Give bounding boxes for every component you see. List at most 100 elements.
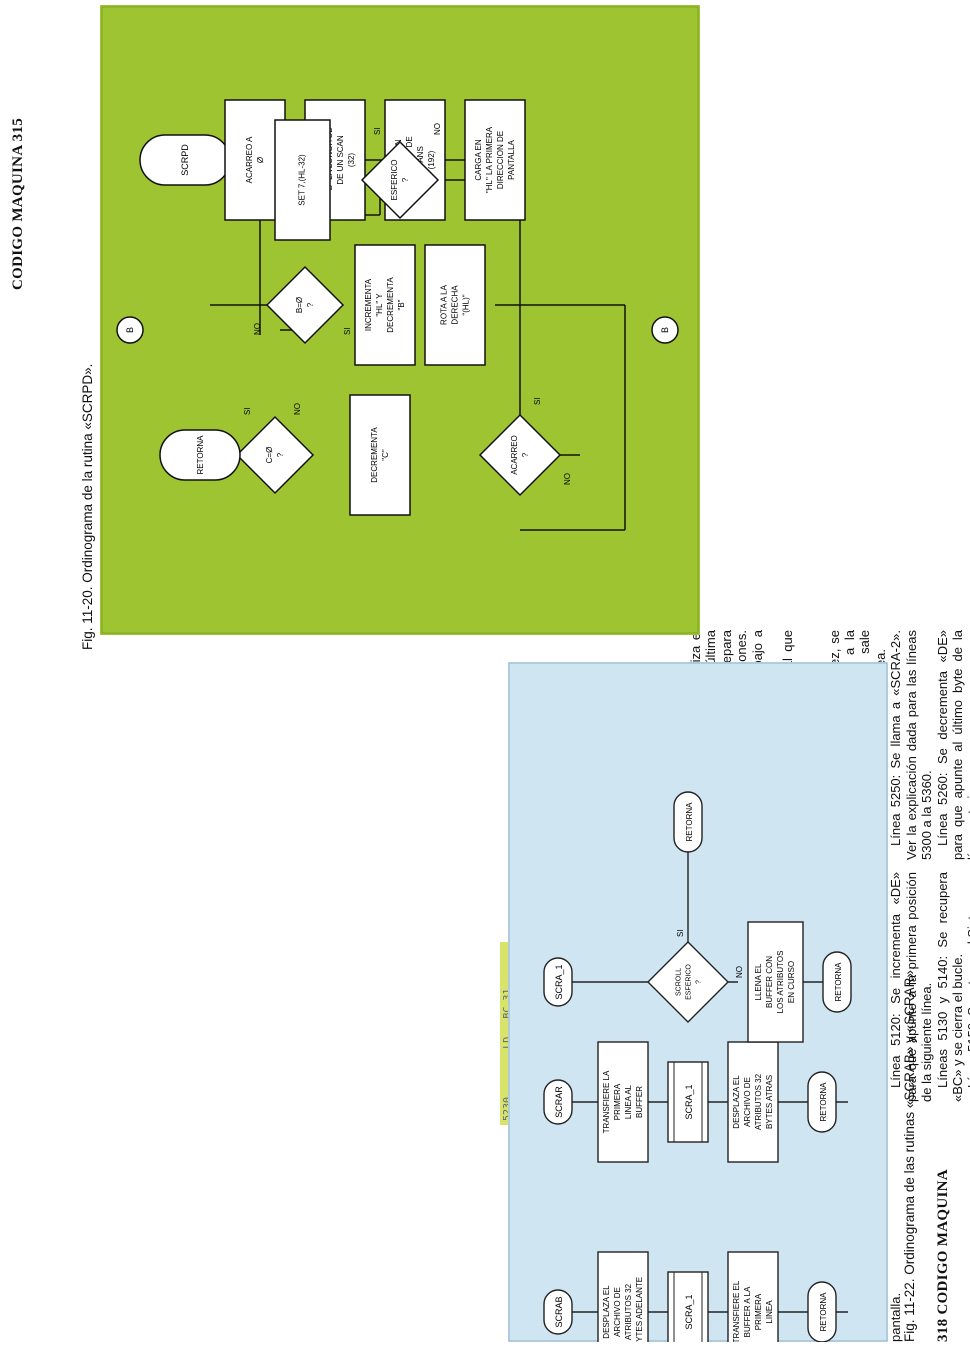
acarreo-si-label: SI [533,397,542,405]
flow-text: DESPLAZA EL [602,1285,611,1339]
flow-text: "C" [381,449,390,461]
flow-text: Ø [256,157,265,163]
connector-b-exit [651,316,679,344]
scrab-label: SCRAB [554,1296,564,1327]
flow-text: DESPLAZA EL [732,1075,741,1129]
flow-text: ESFERICO [390,160,399,201]
scrab-retorna: RETORNA [819,1292,828,1332]
flow-text: CARGA EN [474,139,483,181]
right-figure-caption: Fig. 11-20. Ordinograma de la rutina «SC… [80,363,95,650]
flow-text: BUFFER CON [765,956,774,1008]
flow-text: C=Ø [265,447,274,464]
flow-text: ARCHIVO DE [613,1287,622,1337]
flow-text: (192) [427,150,436,169]
flow-text: SET 7,(HL-32) [298,154,307,206]
b-zero-decision-text: B=Ø? [295,297,315,313]
flow-text: ACARREO A [245,136,254,183]
flow-text: DIRECCION DE [496,131,505,189]
scrar-retorna: RETORNA [819,1082,828,1122]
flow-text: ? [695,980,702,984]
flow-text: "(HL)" [462,294,471,315]
flow-text: LOS ATRIBUTOS [776,951,785,1014]
scra1-retorna-no: RETORNA [834,962,843,1002]
retorna-terminator [159,429,241,481]
start-label: SCRPD [180,144,190,176]
c-zero-decision [235,415,315,495]
flow-text: PANTALLA [507,139,516,179]
flow-text: ATRIBUTOS 32 [624,1283,633,1340]
flow-text: BUFFER [635,1086,644,1118]
flow-text: LLENA EL [754,963,763,1000]
scrab-call-scra1: SCRA_1 [684,1294,694,1329]
left-page-header: 318 CODIGO MAQUINA [935,1169,951,1342]
flow-text: BYTES ADELANTE [635,1277,644,1342]
carga-hl-box [464,99,526,221]
flow-text: TRANSFIERE EL [732,1280,741,1342]
flow-text: "HL" Y [375,293,384,317]
c-zero-si-label: SI [243,407,252,415]
retorna-label: RETORNA [196,435,205,475]
incrementa-box [354,244,416,366]
scra1-retorna-si: RETORNA [685,802,694,842]
esferico-no-label: NO [433,123,442,135]
flow-text: ? [276,452,285,457]
set7-text: SET 7,(HL-32) [298,154,307,206]
c-zero-no-label: NO [293,403,302,415]
flow-text: LINEA [765,1300,774,1324]
connector-b-entry-label: B [125,327,135,333]
flow-text: SCROLL [675,968,682,996]
flow-text: BYTES ATRAS [765,1075,774,1129]
flow-text: (32) [347,153,356,168]
flow-text: BUFFER A LA [743,1286,752,1337]
flow-text: B=Ø [295,297,304,313]
b-zero-decision [265,265,345,345]
connector-b-exit-label: B [660,327,670,333]
flow-text: EN CURSO [787,961,796,1003]
flow-text: ACARREO [510,435,519,475]
paragraph: Línea 5260: Se decrementa «DE» para que … [934,630,970,860]
connector-b-entry [116,316,144,344]
flow-text: DE UN SCAN [336,135,345,185]
flow-text: SCANS [416,146,425,174]
flow-text: TRANSFIERE LA [602,1070,611,1133]
paragraph: Línea 5250: Se llama a «SCRA-2». Ver la … [888,630,935,860]
flow-text: ARCHIVO DE [743,1077,752,1127]
paragraph: Línea 5120: Se incrementa «DE» para que … [888,872,935,1102]
b-zero-no-label: NO [253,323,262,335]
paragraph: Líneas 5130 y 5140: Se recupera «BC» y s… [934,872,965,1102]
flow-text: LINEA AL [624,1084,633,1119]
flow-text: PRIMERA [613,1083,622,1120]
flow-text: "B" [397,299,406,310]
flow-text: ? [401,177,410,182]
scra1-label: SCRA_1 [554,964,564,999]
scrar-label: SCRAR [554,1086,564,1118]
set7-box [274,119,331,241]
flow-text: DECREMENTA [386,277,395,333]
flow-text: ROTA A LA [440,284,449,325]
acarreo-decision-text: ACARREO? [510,435,530,475]
flow-text: ? [306,302,315,307]
flow-text: ESFERICO [685,964,692,1000]
flow-text: PRIMERA [754,1293,763,1330]
c-zero-decision-text: C=Ø? [265,447,285,464]
b-zero-si-label: SI [343,327,352,335]
scroll-si: SI [676,929,685,937]
acarreo-no-label: NO [563,473,572,485]
paragraph: Línea 5150: Se retorna al Sistema. [965,887,970,1088]
flow-text: INCREMENTA [364,278,373,331]
flow-text: ? [521,452,530,457]
flow-text: DECREMENTA [370,427,379,483]
esferico-si-label: SI [373,127,382,135]
scrar-call-scra1: SCRA_1 [684,1084,694,1119]
